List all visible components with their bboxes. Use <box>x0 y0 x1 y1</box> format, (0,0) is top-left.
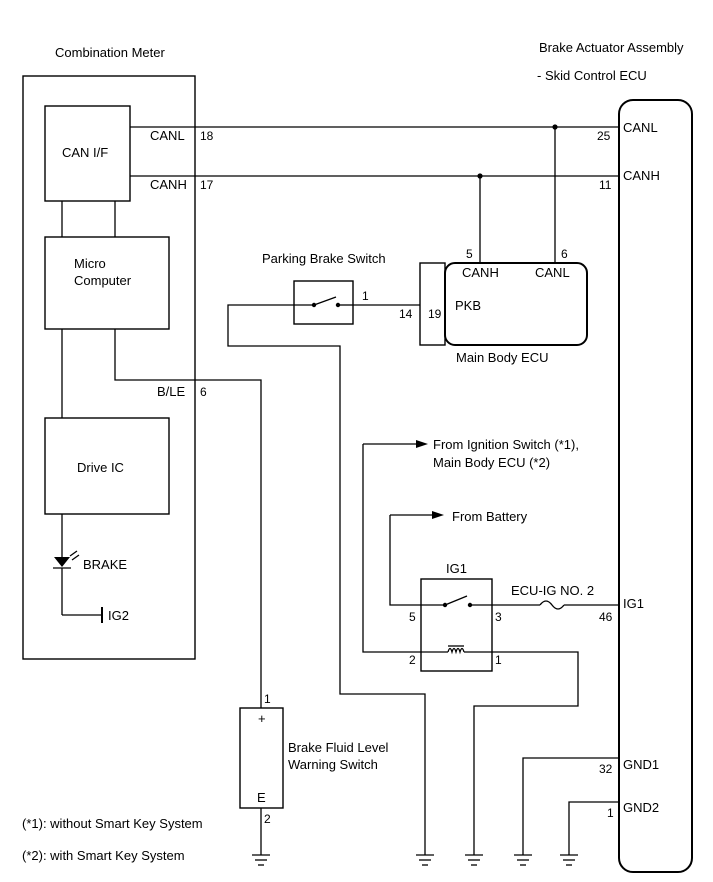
skid-pin-32: 32 <box>599 762 613 776</box>
main-body-ecu-connector <box>419 262 446 346</box>
skid-control-ecu-box <box>618 99 693 873</box>
fluid-plus: + <box>258 711 266 726</box>
from-ignition-label-1: From Ignition Switch (*1), <box>433 437 579 452</box>
ground-icon-gnd1 <box>514 854 532 866</box>
skid-pin-11: 11 <box>599 178 612 192</box>
skid-pin-46: 46 <box>599 610 613 624</box>
meter-pin-18: 18 <box>200 129 214 143</box>
ground-icon-fluid <box>252 854 270 866</box>
fluid-e: E <box>257 790 266 805</box>
ble-internal <box>114 329 195 381</box>
meter-pin-6: 6 <box>200 385 207 399</box>
battery-to-relay-wire <box>389 515 421 606</box>
brake-fluid-label-1: Brake Fluid Level <box>288 740 389 755</box>
relay-coil-ground-wire <box>473 651 579 855</box>
mbecu-pin-6: 6 <box>561 247 568 261</box>
ig1-relay-label: IG1 <box>446 561 467 576</box>
battery-arrow-icon <box>432 511 444 519</box>
ground-icon-pkb <box>416 854 434 866</box>
meter-pin-17: 17 <box>200 178 214 192</box>
relay-pin-5: 5 <box>409 610 416 624</box>
pkb-ground-wire <box>227 304 426 855</box>
relay-contact-blade <box>444 595 468 606</box>
ig2-label: IG2 <box>108 608 129 623</box>
mbecu-canh-label: CANH <box>462 265 499 280</box>
fuse-label: ECU-IG NO. 2 <box>511 583 594 598</box>
can-if-block <box>44 105 131 202</box>
brake-fluid-label-2: Warning Switch <box>288 757 378 772</box>
ble-wire <box>195 379 262 708</box>
skid-gnd2-label: GND2 <box>623 800 659 815</box>
ground-icon-relay <box>465 854 483 866</box>
note-2: (*2): with Smart Key System <box>22 848 185 863</box>
fuse-icon <box>539 600 565 610</box>
wire-pin-14: 14 <box>399 307 413 321</box>
skid-pin-1: 1 <box>607 806 614 820</box>
relay-pin-3: 3 <box>495 610 502 624</box>
micro-label-1: Micro <box>74 256 106 271</box>
from-battery-label: From Battery <box>452 509 528 524</box>
skid-control-title: - Skid Control ECU <box>537 68 647 83</box>
relay-pin-1: 1 <box>495 653 502 667</box>
meter-canl-label: CANL <box>150 128 185 143</box>
mbecu-canl-label: CANL <box>535 265 570 280</box>
skid-gnd1-label: GND1 <box>623 757 659 772</box>
brake-actuator-title: Brake Actuator Assembly <box>539 40 684 55</box>
pkb-switch-blade <box>313 296 337 306</box>
ignition-to-relay-wire <box>362 444 421 653</box>
micro-computer-block <box>44 236 170 330</box>
ig1-relay-box <box>420 578 493 672</box>
from-ignition-label-2: Main Body ECU (*2) <box>433 455 550 470</box>
mbecu-pin-19: 19 <box>428 307 442 321</box>
led-ray-1 <box>69 550 78 557</box>
brake-fluid-switch-box <box>239 707 284 809</box>
relay-coil-icon <box>447 647 465 655</box>
drive-ic-block <box>44 417 170 515</box>
skid-ig1-label: IG1 <box>623 596 644 611</box>
fluid-pin-1: 1 <box>264 692 271 706</box>
skid-canl-label: CANL <box>623 120 658 135</box>
ble-label: B/LE <box>157 384 186 399</box>
ground-icon-gnd2 <box>560 854 578 866</box>
brake-label: BRAKE <box>83 557 127 572</box>
gnd1-wire <box>522 757 619 855</box>
ignition-arrow-icon <box>416 440 428 448</box>
meter-canh-label: CANH <box>150 177 187 192</box>
mbecu-pin-5: 5 <box>466 247 473 261</box>
micro-label-2: Computer <box>74 273 132 288</box>
skid-canh-label: CANH <box>623 168 660 183</box>
main-body-ecu-label: Main Body ECU <box>456 350 548 365</box>
can-if-label: CAN I/F <box>62 145 108 160</box>
drive-ic-label: Drive IC <box>77 460 124 475</box>
note-1: (*1): without Smart Key System <box>22 816 203 831</box>
main-body-ecu-box <box>444 262 588 346</box>
parking-brake-switch-box <box>293 280 354 325</box>
led-ray-2 <box>71 554 80 561</box>
relay-pin-2: 2 <box>409 653 416 667</box>
gnd2-wire <box>568 801 619 855</box>
mbecu-pkb-label: PKB <box>455 298 481 313</box>
combination-meter-title: Combination Meter <box>55 45 165 60</box>
fluid-pin-2: 2 <box>264 812 271 826</box>
parking-brake-switch-label: Parking Brake Switch <box>262 251 386 266</box>
pkb-switch-pin-1: 1 <box>362 289 369 303</box>
brake-led-icon <box>54 557 70 567</box>
skid-pin-25: 25 <box>597 129 611 143</box>
